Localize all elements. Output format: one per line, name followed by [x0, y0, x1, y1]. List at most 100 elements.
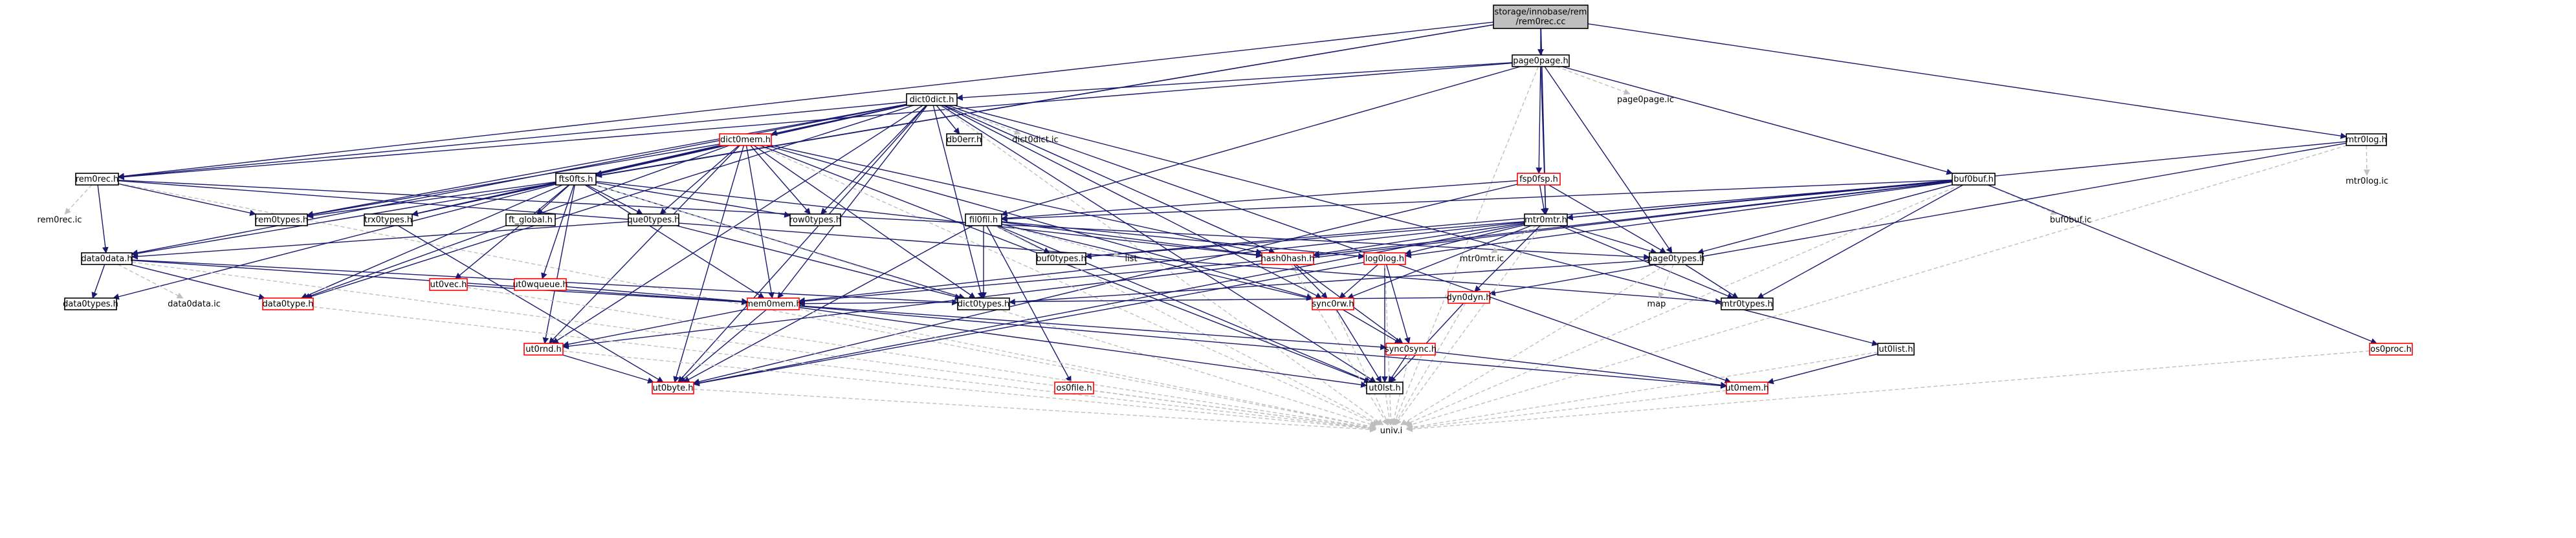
node-sync0rw_h[interactable]: sync0rw.h [1312, 297, 1354, 310]
edge-dict0dict_h-to-dict0types_h [932, 105, 984, 299]
edge-ut0rnd_h-to-ut0byte_h [562, 354, 654, 384]
edge-dict0dict_h-to-hash0hash_h [944, 105, 1275, 253]
node-ut0rnd_h[interactable]: ut0rnd.h [523, 343, 564, 356]
node-label-page0page_h: page0page.h [1513, 56, 1569, 66]
edge-ut0lst_h-to-univ_i [1385, 393, 1393, 425]
edge-dict0dict_h-to-row0types_h [820, 105, 927, 215]
node-row0types_h[interactable]: row0types.h [789, 213, 841, 226]
node-dyn0dyn_h[interactable]: dyn0dyn.h [1446, 291, 1492, 304]
node-label-mem0mem_h: mem0mem.h [745, 299, 801, 309]
edge-buf0buf_h-to-log0log_h [1405, 181, 1953, 259]
node-page0page_h[interactable]: page0page.h [1512, 54, 1570, 67]
node-rem0types_h[interactable]: rem0types.h [255, 213, 308, 226]
edge-os0file_h-to-univ_i [1093, 390, 1376, 431]
edge-mtr0mtr_h-to-dyn0dyn_h [1474, 225, 1541, 292]
edge-mtr0mtr_h-to-mtr0mtr_ic [1491, 225, 1537, 253]
edge-fil0fil_h-to-log0log_h [1001, 221, 1365, 259]
node-dict0types_h[interactable]: dict0types.h [957, 297, 1010, 310]
edge-dict0mem_h-to-hash0hash_h [771, 145, 1262, 255]
edge-dict0dict_h-to-rem0types_h [307, 103, 907, 217]
edge-fil0fil_h-to-sync0rw_h [1001, 224, 1313, 301]
node-ut0mem_h[interactable]: ut0mem.h [1725, 382, 1769, 394]
node-os0proc_h[interactable]: os0proc.h [2369, 343, 2413, 356]
node-ut0wqueue_h[interactable]: ut0wqueue.h [512, 278, 568, 291]
node-mtr0log_h[interactable]: mtr0log.h [2346, 133, 2387, 146]
node-label-dict0dict_h: dict0dict.h [910, 95, 954, 105]
edge-fsp0fsp_h-to-fil0fil_h [1001, 180, 1518, 222]
node-data0type_h[interactable]: data0type.h [262, 297, 314, 310]
node-dict0dict_h[interactable]: dict0dict.h [906, 93, 958, 106]
node-mtr0types_h[interactable]: mtr0types.h [1721, 297, 1774, 310]
node-label-mtr0mtr_ic: mtr0mtr.ic [1460, 254, 1504, 264]
edge-mtr0mtr_h-to-hash0hash_h [1313, 222, 1525, 257]
edge-mtr0mtr_h-to-mtr0types_h [1559, 225, 1734, 299]
node-data0types_h[interactable]: data0types.h [63, 297, 118, 310]
edge-buf0buf_h-to-buf0types_h [1085, 180, 1953, 259]
node-rem0rec_cc[interactable]: storage/innobase/rem/rem0rec.cc [1493, 5, 1589, 29]
node-label-dyn0dyn_h: dyn0dyn.h [1446, 293, 1491, 303]
node-label-sync0rw_h: sync0rw.h [1312, 299, 1354, 309]
node-rem0rec_h[interactable]: rem0rec.h [75, 173, 119, 186]
edge-fil0fil_h-to-buf0types_h [995, 225, 1050, 253]
node-buf0types_h[interactable]: buf0types.h [1036, 252, 1086, 265]
node-label-data0type_h: data0type.h [263, 299, 314, 309]
edge-dict0mem_h-to-rem0types_h [307, 144, 720, 218]
edge-dict0dict_h-to-ut0mem_h [948, 105, 1732, 383]
node-buf0buf_h[interactable]: buf0buf.h [1952, 173, 1996, 186]
node-fts0fts_h[interactable]: fts0fts.h [555, 173, 597, 186]
node-label-ut0byte_h: ut0byte.h [652, 383, 693, 393]
edge-fts0fts_h-to-trx0types_h [412, 183, 556, 217]
edge-os0proc_h-to-univ_i [1406, 350, 2370, 433]
node-page0page_ic: page0page.ic [1617, 95, 1674, 105]
node-label-mtr0log_ic: mtr0log.ic [2346, 177, 2388, 186]
node-hash0hash_h[interactable]: hash0hash.h [1260, 252, 1315, 265]
edge-ut0byte_h-to-univ_i [693, 389, 1376, 433]
edge-mtr0log_h-to-mtr0log_ic [2363, 145, 2370, 176]
edge-ut0vec_h-to-univ_i [467, 286, 1376, 431]
edge-log0log_h-to-ut0byte_h [693, 262, 1365, 387]
edge-fts0fts_h-to-ut0vec_h [455, 184, 569, 279]
node-rem0rec_ic: rem0rec.ic [37, 215, 82, 225]
node-dict0mem_h[interactable]: dict0mem.h [719, 133, 772, 146]
edge-dyn0dyn_h-to-ut0lst_h [1389, 303, 1464, 383]
node-mtr0mtr_h[interactable]: mtr0mtr.h [1524, 213, 1568, 226]
edge-mtr0mtr_h-to-univ_i [1395, 225, 1542, 425]
node-que0types_h[interactable]: que0types.h [628, 213, 680, 226]
node-sync0sync_h[interactable]: sync0sync.h [1385, 343, 1437, 356]
node-buf0buf_ic: buf0buf.ic [2050, 215, 2091, 225]
edge-rem0rec_cc-to-data0data_h [131, 24, 1494, 257]
node-ut0byte_h[interactable]: ut0byte.h [652, 382, 694, 394]
node-label-buf0buf_h: buf0buf.h [1954, 175, 1994, 184]
node-label-hash0hash_h: hash0hash.h [1260, 254, 1314, 264]
edge-mem0mem_h-to-ut0lst_h [798, 307, 1367, 388]
edge-mtr0log_h-to-univ_i [1406, 145, 2348, 428]
node-fil0fil_h[interactable]: fil0fil.h [965, 213, 1002, 226]
node-ft_global_h[interactable]: ft_global.h [505, 213, 556, 226]
node-trx0types_h[interactable]: trx0types.h [364, 213, 413, 226]
node-page0types_h[interactable]: page0types.h [1647, 252, 1705, 265]
node-label-sync0sync_h: sync0sync.h [1385, 345, 1437, 354]
node-mem0mem_h[interactable]: mem0mem.h [745, 297, 802, 310]
node-data0data_h[interactable]: data0data.h [81, 252, 133, 265]
edge-mtr0mtr_h-to-ut0byte_h [693, 223, 1525, 386]
edge-que0types_h-to-data0data_h [131, 221, 629, 260]
edge-buf0buf_h-to-univ_i [1404, 184, 1961, 425]
edge-data0data_h-to-data0type_h [129, 264, 265, 300]
edge-fsp0fsp_h-to-ut0byte_h [693, 184, 1518, 385]
edge-buf0buf_h-to-ut0rnd_h [562, 181, 1953, 350]
edge-page0types_h-to-univ_i [1400, 264, 1667, 425]
edge-page0page_h-to-page0page_ic [1556, 66, 1631, 95]
edge-dict0dict_h-to-sync0rw_h [943, 105, 1323, 299]
node-fsp0fsp_h[interactable]: fsp0fsp.h [1517, 173, 1561, 186]
edge-dict0mem_h-to-que0types_h [659, 145, 740, 215]
node-db0err_h[interactable]: db0err.h [946, 133, 982, 146]
node-os0file_h[interactable]: os0file.h [1054, 382, 1094, 394]
node-log0log_h[interactable]: log0log.h [1363, 252, 1406, 265]
edge-fil0fil_h-to-hash0hash_h [1001, 221, 1262, 258]
node-ut0vec_h[interactable]: ut0vec.h [429, 278, 468, 291]
edge-buf0buf_h-to-os0proc_h [1987, 184, 2377, 345]
node-ut0lst_h[interactable]: ut0lst.h [1366, 382, 1404, 394]
node-label-trx0types_h: trx0types.h [364, 215, 412, 225]
node-ut0list_h[interactable]: ut0list.h [1877, 343, 1915, 356]
